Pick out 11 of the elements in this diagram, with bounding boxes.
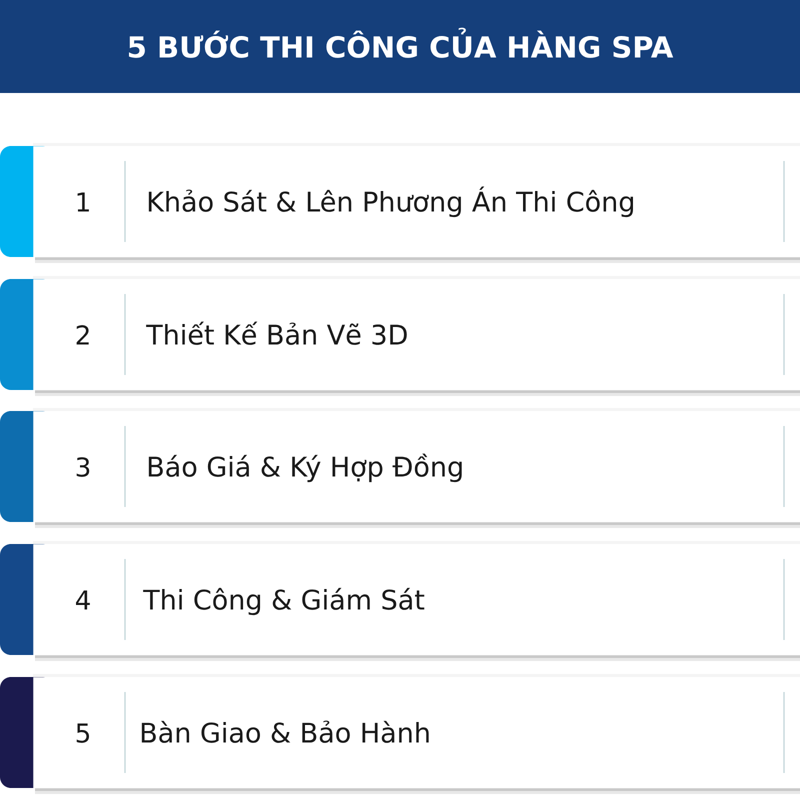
step-title: Bàn Giao & Bảo Hành bbox=[142, 720, 429, 743]
step-number: 4 bbox=[76, 590, 90, 610]
title-banner: 5 BƯỚC THI CÔNG CỦA HÀNG SPA bbox=[0, 0, 800, 93]
step-title: Báo Giá & Ký Hợp Đồng bbox=[148, 454, 462, 482]
step-number: 5 bbox=[76, 724, 89, 743]
step-number: 1 bbox=[78, 192, 89, 212]
step-title: Thi Công & Giám Sát bbox=[143, 588, 424, 616]
step-number: 2 bbox=[76, 325, 89, 344]
step-number: 3 bbox=[76, 457, 90, 477]
step-title: Thiết Kế Bản Vẽ 3D bbox=[146, 322, 407, 345]
step-title: Khảo Sát & Lên Phương Án Thi Công bbox=[148, 186, 633, 218]
